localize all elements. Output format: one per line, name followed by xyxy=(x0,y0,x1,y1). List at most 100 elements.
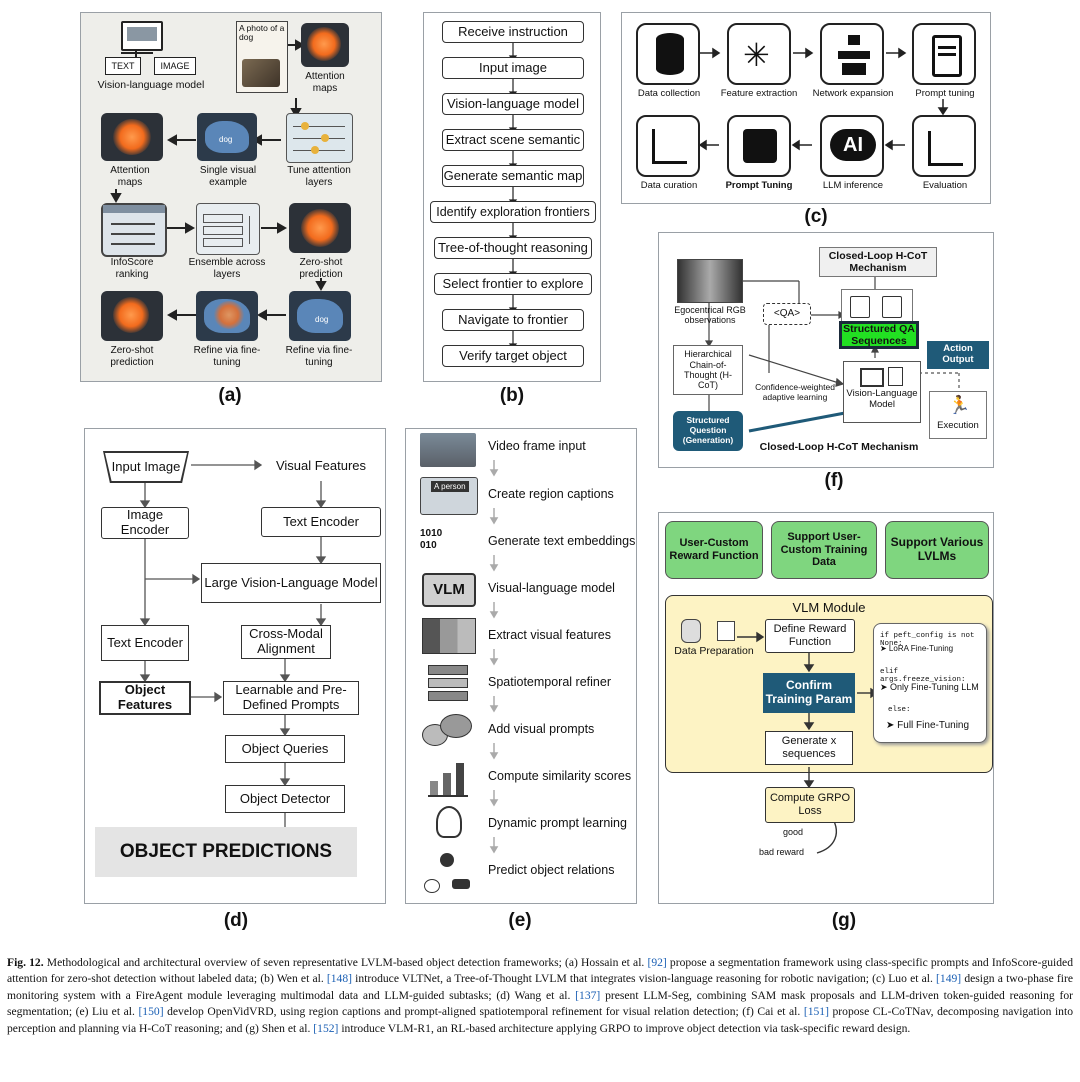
b-step-1: Receive instruction xyxy=(442,21,584,43)
refine-mid-caption: Refine via fine-tuning xyxy=(193,345,261,368)
prompt-tuning-tile xyxy=(912,23,976,85)
cross-modal-box: Cross-Modal Alignment xyxy=(241,625,331,659)
grid-features-icon xyxy=(422,618,476,654)
person-car-relation-icon xyxy=(422,853,474,895)
image-tag: IMAGE xyxy=(154,57,196,75)
e-step-1: Video frame input xyxy=(488,439,586,453)
zero-shot-map-right xyxy=(289,203,351,253)
structured-question-box: Structured Question (Generation) xyxy=(673,411,743,451)
document-icon xyxy=(717,621,735,641)
code-line-3: else: xyxy=(888,706,911,714)
ref-148[interactable]: [148] xyxy=(326,972,353,986)
infoscore-icon xyxy=(101,203,167,257)
e-row-10: Predict object relations xyxy=(406,853,676,893)
panel-g-label: (g) xyxy=(831,910,857,931)
input-image-inner: Input Image xyxy=(105,453,187,481)
attention-maps-top-caption: Attention maps xyxy=(305,71,345,94)
text-encoder-top-box: Text Encoder xyxy=(261,507,381,537)
panel-a-label: (a) xyxy=(218,385,242,406)
stack-refiner-icon xyxy=(428,665,468,701)
c-caption-8: Evaluation xyxy=(922,180,968,191)
f-bottom-title: Closed-Loop H-CoT Mechanism xyxy=(759,441,919,453)
bar-chart-icon xyxy=(428,759,468,797)
ref-150[interactable]: [150] xyxy=(138,1005,164,1019)
prompts-box: Learnable and Pre-Defined Prompts xyxy=(223,681,359,715)
person-board-icon xyxy=(850,296,870,318)
e-row-1: Video frame input xyxy=(406,429,676,469)
photo-caption: A photo of a dog xyxy=(239,23,285,43)
llm-inference-tile: AI xyxy=(820,115,884,177)
refine-right-image: dog xyxy=(289,291,351,341)
c-caption-4: Prompt tuning xyxy=(915,88,975,99)
document-refresh-icon xyxy=(932,35,962,77)
ref-92[interactable]: [92] xyxy=(647,956,667,969)
hierarchy-gear-icon xyxy=(838,35,870,75)
e-step-4: Visual-language model xyxy=(488,581,615,595)
speech-bubbles-icon xyxy=(422,714,474,748)
tune-layers-icon xyxy=(286,113,353,163)
refine-mid-image xyxy=(196,291,258,341)
vlm-f-box: Vision-Language Model xyxy=(843,361,921,423)
panel-f-label: (f) xyxy=(824,470,844,491)
growth-chart-icon xyxy=(928,131,963,166)
b-step-2: Input image xyxy=(442,57,584,79)
b-step-5: Generate semantic map xyxy=(442,165,584,187)
running-person-icon: 🏃 xyxy=(948,395,971,415)
image-encoder-box: Image Encoder xyxy=(101,507,189,539)
binary-doc-icon: 1010 010 xyxy=(420,528,443,551)
attention-map-left xyxy=(101,113,163,161)
option-llm: ➤ Only Fine-Tuning LLM xyxy=(880,682,979,692)
g-top-2: Support User-Custom Training Data xyxy=(771,521,877,579)
c-caption-1: Data collection xyxy=(637,88,701,99)
text-tag: TEXT xyxy=(105,57,141,75)
g-top-3: Support Various LVLMs xyxy=(885,521,989,579)
network-icon: ✳ xyxy=(743,37,770,73)
confirm-param-box: Confirm Training Param xyxy=(763,673,855,713)
option-full: ➤ Full Fine-Tuning xyxy=(886,720,970,731)
caption-text-4: design a two-phase fire monitoring syste… xyxy=(7,972,1073,1002)
panel-e-label: (e) xyxy=(508,910,532,931)
e-step-2: Create region captions xyxy=(488,487,614,501)
e-step-7: Add visual prompts xyxy=(488,722,595,736)
g-top-1: User-Custom Reward Function xyxy=(665,521,763,579)
single-example-caption: Single visual example xyxy=(199,165,257,188)
b-step-7: Tree-of-thought reasoning xyxy=(434,237,592,259)
object-predictions-bar: OBJECT PREDICTIONS xyxy=(95,827,357,877)
panel-b: Receive instruction Input image Vision-l… xyxy=(423,12,601,382)
b-step-6: Identify exploration frontiers xyxy=(430,201,596,223)
dog-photo: A photo of a dog xyxy=(236,21,288,93)
b-step-3: Vision-language model xyxy=(442,93,584,115)
person-caption-icon: A person xyxy=(420,477,478,515)
panel-g: User-Custom Reward Function Support User… xyxy=(658,512,994,904)
code-line-2: elif args.freeze_vision: xyxy=(880,668,966,684)
infoscore-caption: InfoScore ranking xyxy=(110,257,154,280)
panel-b-label: (b) xyxy=(499,385,525,406)
confidence-caption: Confidence-weighted adaptive learning xyxy=(755,382,835,402)
b-step-8: Select frontier to explore xyxy=(434,273,592,295)
panel-e-arrows xyxy=(489,460,499,854)
ref-152[interactable]: [152] xyxy=(313,1021,339,1035)
chart-doc-icon xyxy=(882,296,902,318)
panel-d-arrows xyxy=(139,459,327,829)
action-output-box: Action Output xyxy=(927,341,989,369)
database-icon xyxy=(656,33,684,75)
bad-label: bad reward xyxy=(759,847,805,857)
caption-text-5: present LLM-Seg, combining SAM mask prop… xyxy=(7,988,1073,1019)
single-example-image: dog xyxy=(197,113,257,161)
ref-137[interactable]: [137] xyxy=(575,988,601,1002)
ref-149[interactable]: [149] xyxy=(936,972,962,986)
network-expansion-tile xyxy=(820,23,884,85)
text-encoder-box: Text Encoder xyxy=(101,625,189,661)
c-caption-7: LLM inference xyxy=(822,180,884,191)
e-row-8: Compute similarity scores xyxy=(406,759,676,799)
panel-c-label: (c) xyxy=(804,206,828,227)
ai-cloud-icon: AI xyxy=(830,129,876,161)
e-step-6: Spatiotemporal refiner xyxy=(488,675,611,689)
dog-tag: dog xyxy=(219,135,233,144)
caption-text-6: develop OpenVidVRD, using region caption… xyxy=(163,1005,804,1019)
e-row-7: Add visual prompts xyxy=(406,712,676,752)
ref-151[interactable]: [151] xyxy=(803,1005,829,1019)
e-step-3: Generate text embeddings xyxy=(488,534,636,548)
e-step-9: Dynamic prompt learning xyxy=(488,816,627,830)
visual-features-box: Visual Features xyxy=(263,451,379,481)
